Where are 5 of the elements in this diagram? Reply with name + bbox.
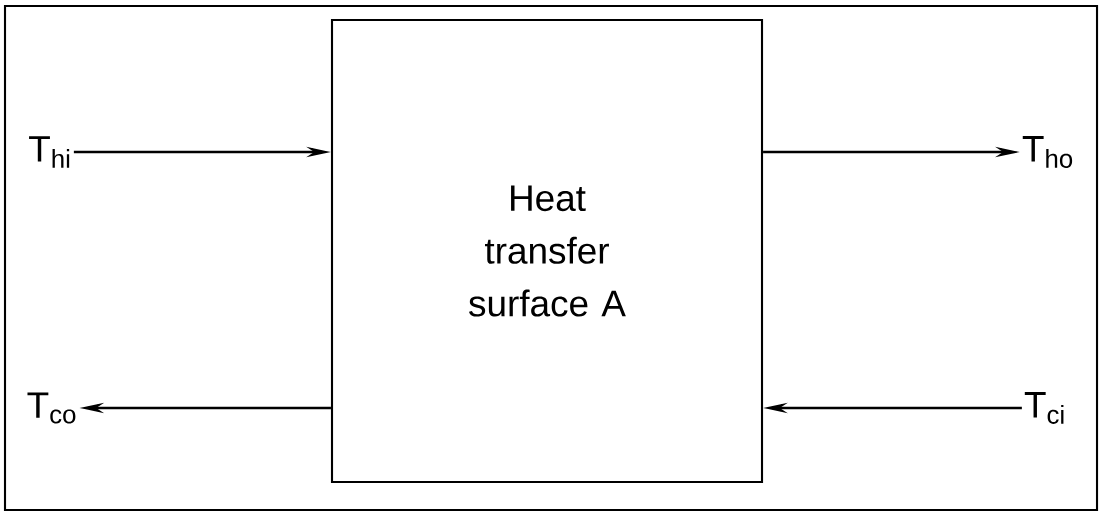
temperature-label: T$_{ho}$ [1022, 136, 1073, 168]
temperature-label: T$_{co}$ [27, 392, 76, 424]
temperature-label: T$_{hi}$ [29, 136, 70, 168]
temperature-label: T$_{ci}$ [1024, 392, 1064, 424]
process-box: Heat transfer surface A [330, 18, 764, 484]
